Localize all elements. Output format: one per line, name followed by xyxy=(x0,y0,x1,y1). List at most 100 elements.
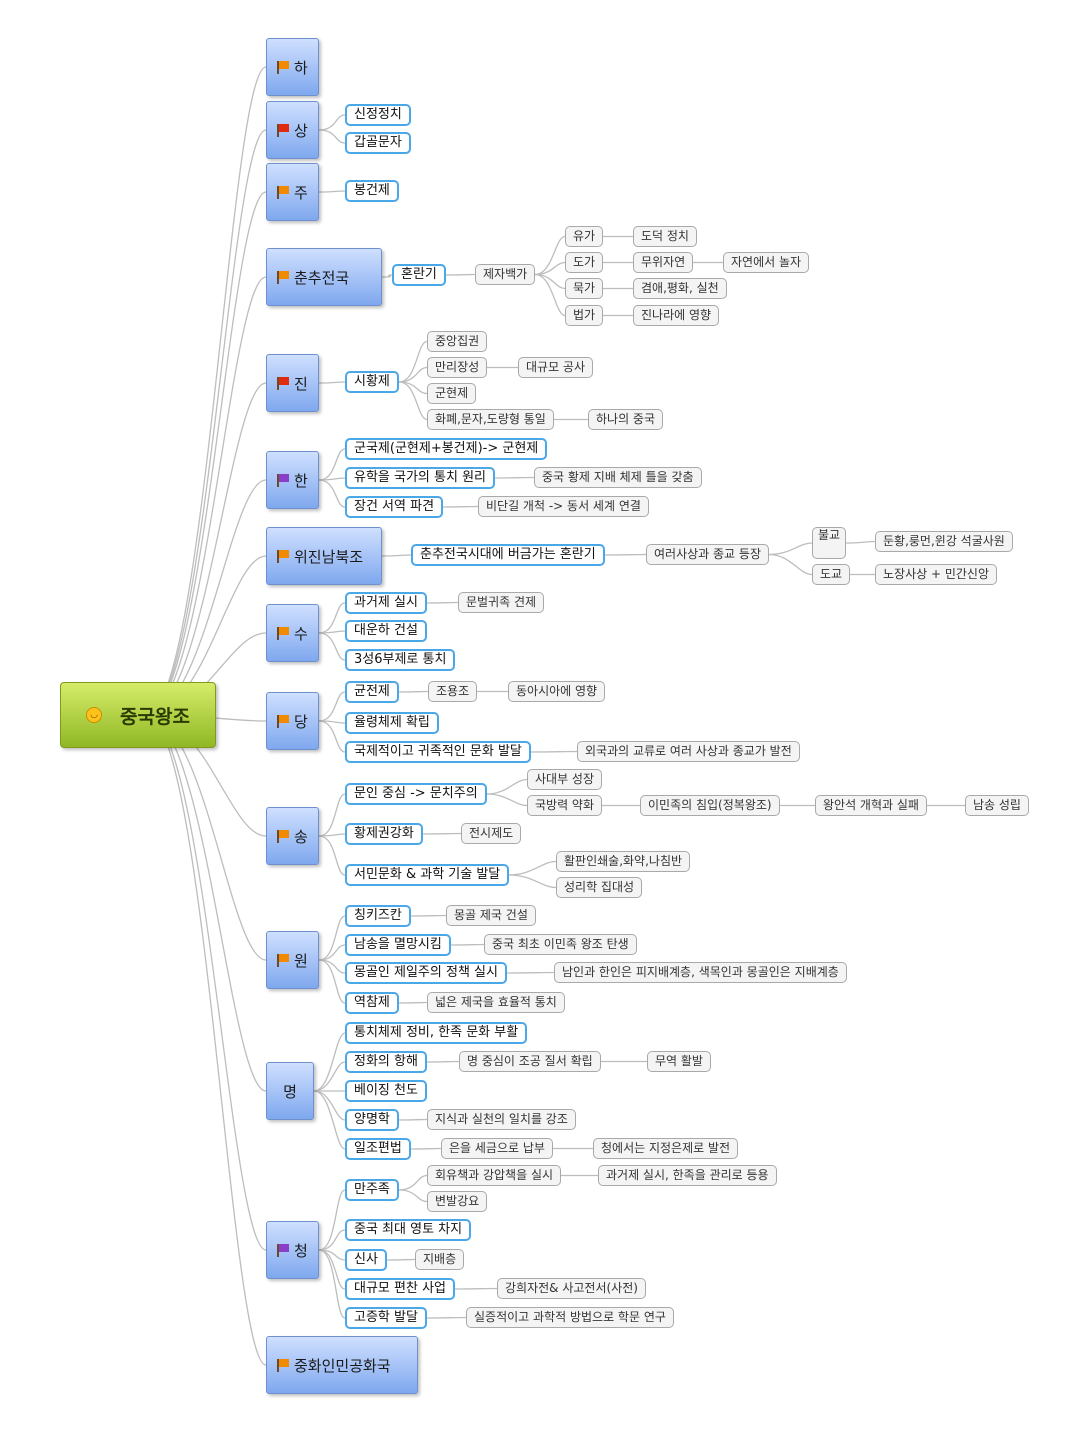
topic-myeong-3[interactable]: 양명학 xyxy=(345,1109,399,1131)
subtopic-wijin-nambukjo-0-0-1-0[interactable]: 노장사상 + 민간신앙 xyxy=(875,564,998,585)
subtopic-song-0-1[interactable]: 국방력 약화 xyxy=(527,795,603,816)
subtopic-myeong-1-0[interactable]: 명 중심이 조공 질서 확립 xyxy=(459,1051,601,1072)
subtopic-cheong-4-0[interactable]: 실증적이고 과학적 방법으로 학문 연구 xyxy=(466,1307,674,1328)
subtopic-cheong-2-0[interactable]: 지배층 xyxy=(415,1249,465,1270)
subtopic-chunchu-jeonguk-0-0-1-0[interactable]: 무위자연 xyxy=(633,252,694,273)
subtopic-han-2-0[interactable]: 비단길 개척 -> 동서 세계 연결 xyxy=(478,496,649,517)
dynasty-node-chunchu-jeonguk[interactable]: 춘추전국 xyxy=(266,248,382,306)
topic-cheong-0[interactable]: 만주족 xyxy=(345,1179,399,1201)
topic-song-1[interactable]: 황제권강화 xyxy=(345,823,423,845)
subtopic-cheong-0-1[interactable]: 변발강요 xyxy=(427,1191,488,1212)
topic-su-1[interactable]: 대운하 건설 xyxy=(345,620,427,642)
subtopic-su-0-0[interactable]: 문벌귀족 견제 xyxy=(458,592,545,613)
subtopic-chunchu-jeonguk-0-0-3[interactable]: 법가 xyxy=(565,305,604,326)
topic-han-2[interactable]: 장건 서역 파견 xyxy=(345,496,444,518)
topic-won-3[interactable]: 역참제 xyxy=(345,992,399,1014)
subtopic-myeong-4-0[interactable]: 은을 세금으로 납부 xyxy=(441,1138,553,1159)
topic-cheong-4[interactable]: 고증학 발달 xyxy=(345,1307,427,1329)
subtopic-myeong-4-0-0[interactable]: 청에서는 지정은제로 발전 xyxy=(593,1138,739,1159)
topic-chunchu-jeonguk-0[interactable]: 혼란기 xyxy=(392,264,446,286)
subtopic-song-0-0[interactable]: 사대부 성장 xyxy=(527,769,603,790)
subtopic-dang-0-0[interactable]: 조용조 xyxy=(428,681,478,702)
subtopic-cheong-0-0-0[interactable]: 과거제 실시, 한족을 관리로 등용 xyxy=(598,1165,777,1186)
link-won-3-0 xyxy=(398,1001,428,1004)
topic-myeong-1[interactable]: 정화의 항해 xyxy=(345,1051,427,1073)
topic-myeong-4[interactable]: 일조편법 xyxy=(345,1138,411,1160)
subtopic-myeong-3-0[interactable]: 지식과 실천의 일치를 강조 xyxy=(427,1109,576,1130)
dynasty-node-prc[interactable]: 중화인민공화국 xyxy=(266,1336,418,1394)
topic-won-2[interactable]: 몽골인 제일주의 정책 실시 xyxy=(345,962,507,984)
subtopic-won-1-0[interactable]: 중국 최초 이민족 왕조 탄생 xyxy=(484,934,637,955)
subtopic-wijin-nambukjo-0-0-0[interactable]: 불교 xyxy=(812,527,846,559)
topic-won-1[interactable]: 남송을 멸망시킴 xyxy=(345,934,451,956)
topic-sang-0[interactable]: 신정정치 xyxy=(345,104,411,126)
subtopic-jin-0-0[interactable]: 중앙집권 xyxy=(427,331,488,352)
topic-myeong-2[interactable]: 베이징 천도 xyxy=(345,1080,427,1102)
subtopic-won-2-0[interactable]: 남인과 한인은 피지배계층, 색목인과 몽골인은 지배계층 xyxy=(554,962,847,983)
subtopic-jin-0-3[interactable]: 화폐,문자,도량형 통일 xyxy=(427,409,554,430)
dynasty-node-wijin-nambukjo[interactable]: 위진남북조 xyxy=(266,527,382,585)
subtopic-song-0-1-0-0[interactable]: 왕안석 개혁과 실패 xyxy=(815,795,927,816)
dynasty-node-sang[interactable]: 상 xyxy=(266,101,319,159)
topic-cheong-2[interactable]: 신사 xyxy=(345,1249,387,1271)
subtopic-chunchu-jeonguk-0-0-0[interactable]: 유가 xyxy=(565,226,604,247)
dynasty-node-cheong[interactable]: 청 xyxy=(266,1221,319,1279)
dynasty-node-ha[interactable]: 하 xyxy=(266,38,319,96)
topic-han-1[interactable]: 유학을 국가의 통치 원리 xyxy=(345,467,495,489)
topic-dang-2[interactable]: 국제적이고 귀족적인 문화 발달 xyxy=(345,741,531,763)
subtopic-jin-0-1[interactable]: 만리장성 xyxy=(427,357,488,378)
topic-dang-1[interactable]: 율령체제 확립 xyxy=(345,712,439,734)
subtopic-wijin-nambukjo-0-0[interactable]: 여러사상과 종교 등장 xyxy=(646,544,769,565)
subtopic-chunchu-jeonguk-0-0[interactable]: 제자백가 xyxy=(475,264,536,285)
dynasty-node-won[interactable]: 원 xyxy=(266,931,319,989)
subtopic-song-0-1-0[interactable]: 이민족의 침입(정복왕조) xyxy=(640,795,780,816)
subtopic-won-0-0[interactable]: 몽골 제국 건설 xyxy=(446,905,536,926)
topic-wijin-nambukjo-0[interactable]: 춘추전국시대에 버금가는 혼란기 xyxy=(411,544,605,566)
subtopic-chunchu-jeonguk-0-0-3-0[interactable]: 진나라에 영향 xyxy=(633,305,720,326)
topic-su-2[interactable]: 3성6부제로 통치 xyxy=(345,649,456,671)
subtopic-han-1-0[interactable]: 중국 황제 지배 체제 틀을 갖춤 xyxy=(534,467,702,488)
root-topic[interactable]: ◡ 중국왕조 xyxy=(60,682,216,748)
subtopic-chunchu-jeonguk-0-0-2[interactable]: 묵가 xyxy=(565,278,604,299)
dynasty-node-han[interactable]: 한 xyxy=(266,451,319,509)
dynasty-node-ju[interactable]: 주 xyxy=(266,163,319,221)
subtopic-song-1-0[interactable]: 전시제도 xyxy=(461,823,522,844)
dynasty-node-su[interactable]: 수 xyxy=(266,604,319,662)
subtopic-dang-2-0[interactable]: 외국과의 교류로 여러 사상과 종교가 발전 xyxy=(577,741,800,762)
subtopic-chunchu-jeonguk-0-0-1[interactable]: 도가 xyxy=(565,252,604,273)
topic-dang-0[interactable]: 균전제 xyxy=(345,681,399,703)
topic-su-0[interactable]: 과거제 실시 xyxy=(345,592,427,614)
dynasty-node-song[interactable]: 송 xyxy=(266,807,319,865)
subtopic-jin-0-1-0[interactable]: 대규모 공사 xyxy=(518,357,594,378)
subtopic-won-3-0[interactable]: 넓은 제국을 효율적 통치 xyxy=(427,992,565,1013)
subtopic-cheong-0-0[interactable]: 회유책과 강압책을 실시 xyxy=(427,1165,562,1186)
flag-orange-icon xyxy=(277,829,290,843)
topic-han-0[interactable]: 군국제(군현제+봉건제)-> 군현제 xyxy=(345,438,548,460)
dynasty-node-jin[interactable]: 진 xyxy=(266,354,319,412)
topic-song-2[interactable]: 서민문화 & 과학 기술 발달 xyxy=(345,864,510,886)
topic-song-0[interactable]: 문인 중심 -> 문치주의 xyxy=(345,783,487,805)
topic-myeong-0[interactable]: 통치체제 정비, 한족 문화 부활 xyxy=(345,1022,528,1044)
subtopic-wijin-nambukjo-0-0-1[interactable]: 도교 xyxy=(812,564,851,585)
flag-red-icon xyxy=(277,376,290,390)
subtopic-song-2-1[interactable]: 성리학 집대성 xyxy=(556,877,643,898)
topic-cheong-1[interactable]: 중국 최대 영토 차지 xyxy=(345,1219,472,1241)
subtopic-song-0-1-0-0-0[interactable]: 남송 성립 xyxy=(965,795,1029,816)
subtopic-wijin-nambukjo-0-0-0-0[interactable]: 둔황,룽먼,윈강 석굴사원 xyxy=(875,531,1013,552)
subtopic-chunchu-jeonguk-0-0-0-0[interactable]: 도덕 정치 xyxy=(633,226,697,247)
topic-jin-0[interactable]: 시황제 xyxy=(345,371,399,393)
subtopic-chunchu-jeonguk-0-0-2-0[interactable]: 겸애,평화, 실천 xyxy=(633,278,727,299)
subtopic-myeong-1-0-0[interactable]: 무역 활발 xyxy=(647,1051,711,1072)
subtopic-jin-0-2[interactable]: 군현제 xyxy=(427,383,477,404)
subtopic-dang-0-0-0[interactable]: 동아시아에 영향 xyxy=(508,681,606,702)
topic-cheong-3[interactable]: 대규모 편찬 사업 xyxy=(345,1278,455,1300)
dynasty-node-dang[interactable]: 당 xyxy=(266,692,319,750)
topic-ju-0[interactable]: 봉건제 xyxy=(345,180,399,202)
topic-won-0[interactable]: 칭키즈칸 xyxy=(345,905,411,927)
topic-sang-1[interactable]: 갑골문자 xyxy=(345,132,411,154)
subtopic-chunchu-jeonguk-0-0-1-0-0[interactable]: 자연에서 놀자 xyxy=(723,252,810,273)
dynasty-node-myeong[interactable]: 명 xyxy=(266,1062,314,1120)
subtopic-song-2-0[interactable]: 활판인쇄술,화약,나침반 xyxy=(556,851,691,872)
subtopic-jin-0-3-0[interactable]: 하나의 중국 xyxy=(588,409,664,430)
subtopic-cheong-3-0[interactable]: 강희자전& 사고전서(사전) xyxy=(497,1278,646,1299)
